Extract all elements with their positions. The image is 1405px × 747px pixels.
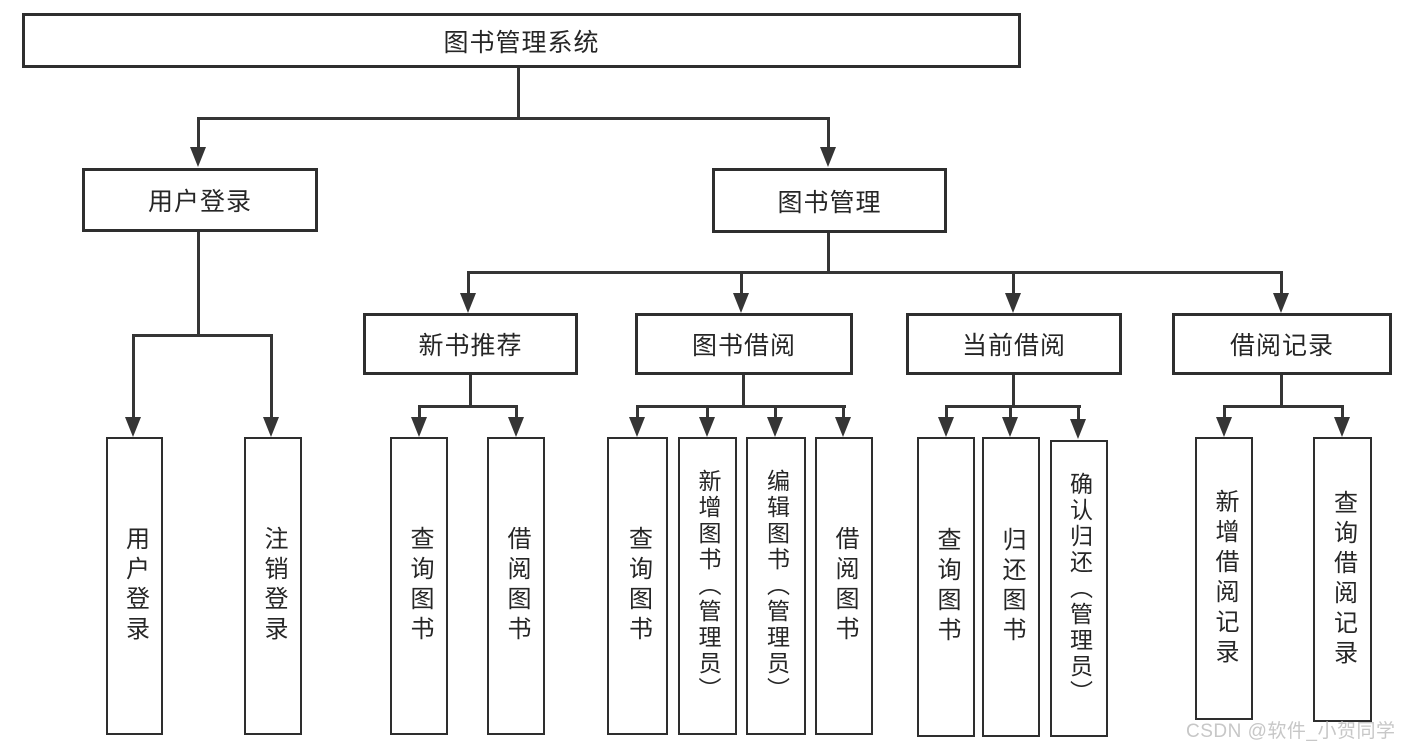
arrow-down-icon [1070, 419, 1086, 439]
leaf-user-login: 用户登录 [106, 437, 163, 735]
connector-h-line [945, 405, 1081, 408]
arrow-down-icon [733, 293, 749, 313]
arrow-down-icon [1002, 417, 1018, 437]
arrow-down-icon [938, 417, 954, 437]
connector-h-line [636, 405, 846, 408]
leaf-borrow-query-books: 查询图书 [607, 437, 668, 735]
connector-v-line [1012, 271, 1015, 294]
csdn-watermark: CSDN @软件_小贺同学 [1186, 721, 1396, 742]
arrow-down-icon [125, 417, 141, 437]
connector-h-line [1223, 405, 1344, 408]
leaf-current-confirm-return-admin: 确认归还（管理员） [1050, 440, 1108, 737]
leaf-rec-borrow-books: 借阅图书 [487, 437, 545, 735]
leaf-borrow-edit-books-admin: 编辑图书（管理员） [746, 437, 806, 735]
connector-v-line [706, 405, 709, 418]
connector-v-line [515, 405, 518, 418]
leaf-borrow-borrow-books: 借阅图书 [815, 437, 873, 735]
connector-v-line [1012, 375, 1015, 408]
connector-v-line [467, 271, 470, 294]
connector-v-line [132, 334, 135, 418]
leaf-current-return-books: 归还图书 [982, 437, 1040, 737]
connector-v-line [827, 117, 830, 150]
node-new-book-recommendation: 新书推荐 [363, 313, 578, 375]
connector-v-line [636, 405, 639, 418]
connector-v-line [1341, 405, 1344, 418]
connector-h-line [132, 334, 273, 337]
connector-v-line [742, 375, 745, 408]
arrow-down-icon [411, 417, 427, 437]
node-user-login: 用户登录 [82, 168, 318, 232]
arrow-down-icon [629, 417, 645, 437]
connector-v-line [842, 405, 845, 418]
node-book-borrowing: 图书借阅 [635, 313, 853, 375]
connector-v-line [418, 405, 421, 418]
connector-v-line [1280, 271, 1283, 294]
connector-v-line [270, 334, 273, 418]
arrow-down-icon [460, 293, 476, 313]
connector-v-line [1223, 405, 1226, 418]
connector-v-line [1077, 405, 1080, 420]
connector-h-line [418, 405, 518, 408]
connector-v-line [774, 405, 777, 418]
leaf-records-add-borrow-record: 新增借阅记录 [1195, 437, 1253, 720]
node-current-borrowing: 当前借阅 [906, 313, 1122, 375]
connector-v-line [1280, 375, 1283, 408]
connector-v-line [197, 117, 200, 150]
arrow-down-icon [1273, 293, 1289, 313]
leaf-borrow-add-books-admin: 新增图书（管理员） [678, 437, 737, 735]
connector-v-line [945, 405, 948, 418]
connector-h-line [197, 117, 830, 120]
connector-h-line [467, 271, 1283, 274]
connector-v-line [469, 375, 472, 408]
arrow-down-icon [1216, 417, 1232, 437]
connector-v-line [1009, 405, 1012, 418]
arrow-down-icon [699, 417, 715, 437]
connector-v-line [517, 68, 520, 120]
connector-v-line [827, 233, 830, 274]
node-book-management: 图书管理 [712, 168, 947, 233]
arrow-down-icon [820, 147, 836, 167]
leaf-records-query-borrow-record: 查询借阅记录 [1313, 437, 1372, 722]
connector-v-line [740, 271, 743, 294]
arrow-down-icon [767, 417, 783, 437]
arrow-down-icon [190, 147, 206, 167]
arrow-down-icon [1334, 417, 1350, 437]
node-borrowing-records: 借阅记录 [1172, 313, 1392, 375]
leaf-rec-query-books: 查询图书 [390, 437, 448, 735]
connector-v-line [197, 232, 200, 337]
leaf-current-query-books: 查询图书 [917, 437, 975, 737]
arrow-down-icon [835, 417, 851, 437]
node-root: 图书管理系统 [22, 13, 1021, 68]
leaf-logout-login: 注销登录 [244, 437, 302, 735]
arrow-down-icon [1005, 293, 1021, 313]
arrow-down-icon [263, 417, 279, 437]
arrow-down-icon [508, 417, 524, 437]
